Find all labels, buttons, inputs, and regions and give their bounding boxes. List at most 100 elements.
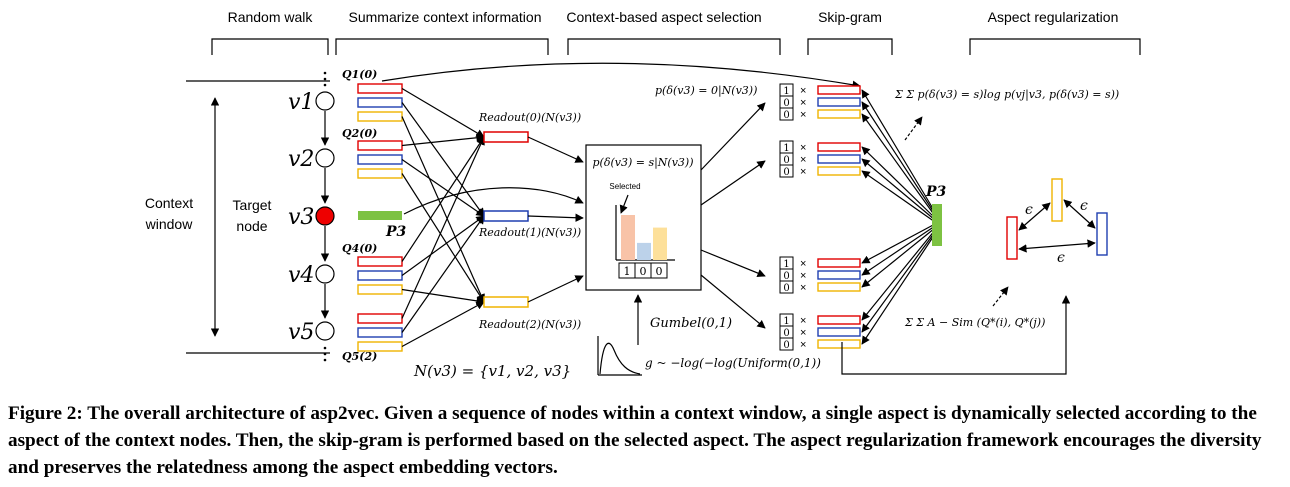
p3-edge — [861, 158, 936, 221]
embedding-v1-aspect-2 — [357, 97, 403, 108]
p3-edge — [861, 223, 936, 264]
selected-label: Selected — [609, 182, 640, 191]
selection-cell-3 — [650, 262, 668, 279]
selection-cell-value-3: 0 — [656, 265, 663, 278]
regularization-aspect-red — [1006, 216, 1018, 260]
node-v5 — [315, 321, 335, 341]
multiply-sign: × — [800, 85, 806, 97]
p3-edge — [861, 233, 936, 345]
p3-edge — [861, 231, 936, 333]
embedding-v1-aspect-3 — [357, 111, 403, 122]
skipgram-aspect-embedding — [817, 258, 861, 268]
regularization-loss-pointer — [992, 286, 1009, 307]
readout-1-label: Readout(1)(N(v3)) — [478, 226, 581, 239]
selected-pointer-arrow — [619, 194, 629, 214]
readout-edge — [401, 215, 485, 276]
multiply-sign: × — [800, 315, 806, 327]
skipgram-aspect-embedding — [817, 315, 861, 325]
embedding-v4-aspect-1 — [357, 256, 403, 267]
readout-edge — [401, 173, 485, 303]
readout-to-selection-arrows — [527, 136, 584, 303]
header-brackets — [211, 38, 1141, 55]
multiply-sign: × — [800, 282, 806, 294]
multiply-sign: × — [800, 97, 806, 109]
epsilon-bottom: ϵ — [1057, 250, 1065, 266]
skipgram-vector-value: 1 — [783, 143, 789, 154]
readout-0-label: Readout(0)(N(v3)) — [478, 111, 581, 124]
zero-aspect-probability-label: p(δ(v3) = 0|N(v3)) — [655, 84, 757, 98]
node-label-v1: v1 — [288, 90, 314, 115]
skipgram-aspect-embedding — [817, 339, 861, 349]
label-p3-left: P3 — [385, 224, 407, 240]
epsilon-right: ϵ — [1080, 198, 1088, 214]
p3-edge — [861, 170, 936, 223]
embedding-v2-aspect-2 — [357, 154, 403, 165]
readout-edge — [401, 159, 485, 217]
header-random-walk: Random walk — [228, 9, 314, 25]
node-label-v5: v5 — [288, 320, 314, 345]
context-window-label-1: Context — [145, 195, 193, 211]
aspect-bar-2 — [637, 242, 651, 260]
node-v2 — [315, 148, 335, 168]
skipgram-vector-value: 0 — [783, 283, 789, 294]
aspect-bar-3 — [653, 227, 667, 260]
readout-edge — [401, 215, 485, 333]
selection-to-skipgram-arrows — [700, 102, 766, 329]
node-label-v4: v4 — [288, 263, 314, 288]
p3-to-skipgram-edges — [861, 89, 936, 345]
readout-1-box — [483, 210, 529, 222]
skipgram-vector-cell — [779, 337, 794, 351]
skipgram-aspect-embedding — [817, 142, 861, 152]
readout-edge — [401, 116, 485, 303]
skipgram-aspect-embedding — [817, 166, 861, 176]
p3-to-selection-curve — [403, 187, 584, 215]
skipgram-vector-value: 0 — [783, 167, 789, 178]
readout-edge — [401, 136, 485, 262]
multiply-sign: × — [800, 339, 806, 351]
embedding-v5-aspect-1 — [357, 313, 403, 324]
gumbel-formula: g ~ −log(−log(Uniform(0,1)) — [645, 356, 821, 370]
skipgram-vector-value: 0 — [783, 110, 789, 121]
skipgram-aspect-embedding — [817, 97, 861, 107]
node-label-v3: v3 — [288, 205, 314, 230]
label-p3-right: P3 — [925, 184, 947, 200]
multiply-sign: × — [800, 270, 806, 282]
readout-edge — [401, 136, 485, 319]
header-aspect-regularization: Aspect regularization — [988, 9, 1119, 25]
header-summarize-context: Summarize context information — [349, 9, 542, 25]
skipgram-aspect-embedding — [817, 282, 861, 292]
skipgram-aspect-embedding — [817, 85, 861, 95]
regularization-aspect-blue — [1096, 212, 1108, 256]
multiply-sign: × — [800, 109, 806, 121]
node-label-v2: v2 — [288, 147, 314, 172]
skipgram-vector-value: 0 — [783, 271, 789, 282]
selection-cell-value-2: 0 — [640, 265, 647, 278]
readout-edge — [401, 288, 485, 306]
gumbel-density-plot — [597, 336, 642, 376]
target-node-label-1: Target — [233, 197, 272, 213]
skipgram-vector-value: 1 — [783, 259, 789, 270]
embedding-v2-aspect-1 — [357, 140, 403, 151]
multiply-sign: × — [800, 142, 806, 154]
p3-edge — [861, 113, 936, 217]
skipgram-loss-formula: Σ Σ p(δ(v3) = s)log p(vj|v3, p(δ(v3) = s… — [894, 88, 1119, 102]
skipgram-vector-cell — [779, 280, 794, 294]
skipgram-aspect-embedding — [817, 154, 861, 164]
label-q5: Q5(2) — [342, 350, 377, 363]
embedding-v4-aspect-2 — [357, 270, 403, 281]
node-v1 — [315, 91, 335, 111]
p3-edge — [861, 229, 936, 321]
label-q2: Q2(0) — [342, 127, 377, 140]
asp2vec-architecture-diagram: Random walk Summarize context informatio… — [145, 9, 1141, 380]
skipgram-loss-pointer — [904, 116, 923, 141]
skipgram-vector-value: 1 — [783, 316, 789, 327]
readout-edge — [401, 133, 485, 147]
readout-edges — [401, 87, 485, 348]
selection-cell-value-1: 1 — [624, 265, 631, 278]
skipgram-aspect-embedding — [817, 270, 861, 280]
neighborhood-label: N(v3) = {v1, v2, v3} — [413, 362, 571, 380]
skipgram-vector-value: 0 — [783, 328, 789, 339]
q1-to-skipgram-curve — [381, 62, 861, 89]
label-q4: Q4(0) — [342, 242, 377, 255]
regularization-loss-formula: Σ Σ A − Sim (Q*(i), Q*(j)) — [904, 316, 1045, 329]
